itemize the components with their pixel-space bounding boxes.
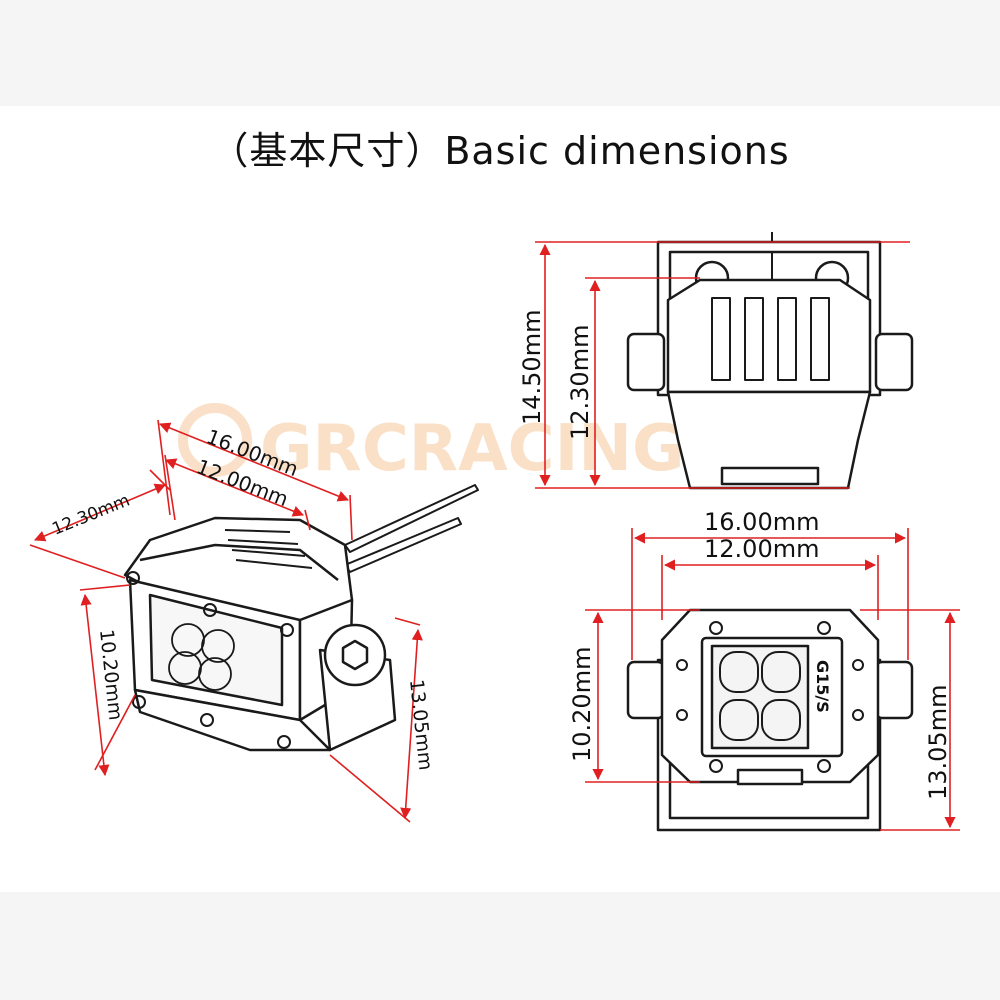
front-knob-right xyxy=(874,660,914,720)
iso-hex-socket xyxy=(341,639,369,671)
watermark-text: GRCRACING xyxy=(260,412,684,486)
iso-dimensions xyxy=(29,419,423,823)
front-screws xyxy=(676,621,864,773)
iso-lens xyxy=(148,593,284,707)
iso-bolt-head xyxy=(323,623,387,687)
front-dimensions xyxy=(585,528,960,831)
side-foot xyxy=(720,466,820,486)
side-knob-right xyxy=(874,332,914,392)
iso-height-body-label: 10.20mm xyxy=(95,628,126,721)
front-height-body-label: 10.20mm xyxy=(568,647,596,762)
front-led-cluster xyxy=(719,651,801,741)
iso-wires xyxy=(344,484,479,573)
front-height-total-label: 13.05mm xyxy=(924,685,952,800)
side-dimension-labels: 14.50mm 12.30mm xyxy=(518,310,594,440)
iso-screws xyxy=(126,571,294,749)
side-view xyxy=(626,232,914,490)
iso-top-ridge xyxy=(139,543,339,581)
side-knob-left xyxy=(626,332,666,392)
iso-fins xyxy=(224,529,313,569)
side-height-total-label: 14.50mm xyxy=(518,310,546,425)
front-lamp-label: G15/S xyxy=(813,660,832,713)
side-dimensions xyxy=(535,241,910,489)
front-foot xyxy=(736,768,804,786)
iso-depth-label: 12.30mm xyxy=(49,490,132,539)
iso-view xyxy=(123,484,479,752)
side-body xyxy=(666,278,872,394)
front-lens xyxy=(710,644,810,750)
front-dimension-labels: 16.00mm 12.00mm 10.20mm 13.05mm xyxy=(568,508,952,800)
front-width-inner-label: 12.00mm xyxy=(704,535,819,563)
front-width-outer-label: 16.00mm xyxy=(704,508,819,536)
side-height-body-label: 12.30mm xyxy=(566,325,594,440)
page-title: （基本尺寸）Basic dimensions xyxy=(210,129,790,173)
iso-led-cluster xyxy=(168,623,235,691)
front-knob-left xyxy=(626,660,666,720)
side-fins xyxy=(711,297,830,381)
front-view xyxy=(626,608,914,832)
top-band xyxy=(0,0,1000,106)
side-bracket xyxy=(656,240,882,397)
bottom-band xyxy=(0,892,1000,1000)
